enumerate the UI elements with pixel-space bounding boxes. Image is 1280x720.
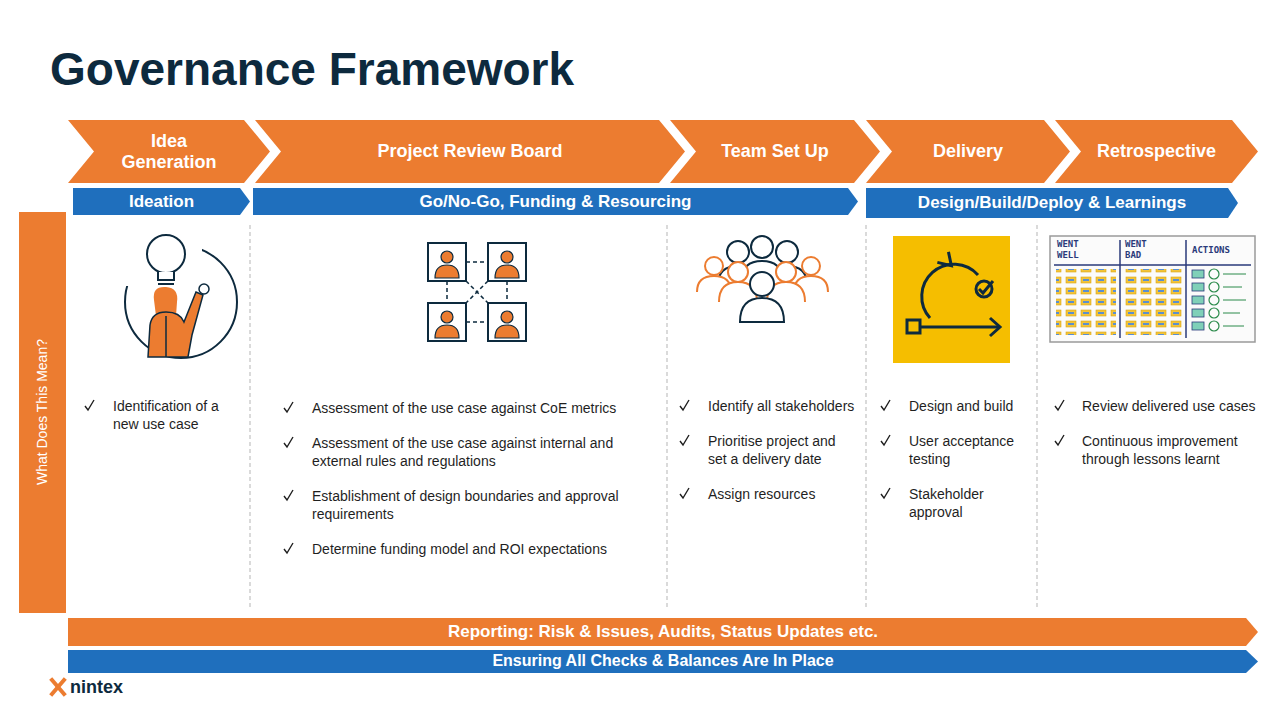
node-label: Ideation bbox=[129, 192, 194, 212]
stage-band: Design/Build/Deploy & Learnings bbox=[866, 188, 1238, 218]
node-label: Retrospective bbox=[1097, 141, 1216, 162]
checklist-item: Assessment of the use case against CoE m… bbox=[312, 399, 652, 417]
check-mark bbox=[284, 437, 293, 447]
shape-fill bbox=[68, 618, 1258, 646]
review-board-icon bbox=[428, 243, 526, 341]
node-label: Design/Build/Deploy & Learnings bbox=[918, 193, 1186, 213]
side-bar: What Does This Mean? bbox=[19, 212, 66, 613]
delivery-icon bbox=[893, 236, 1010, 363]
checklist-item: Identification of a new use case bbox=[113, 397, 243, 433]
check-mark bbox=[284, 402, 293, 412]
checklist-item: Continuous improvement through lessons l… bbox=[1082, 432, 1257, 468]
slide-title: Governance Framework bbox=[50, 44, 574, 95]
node-label: Go/No-Go, Funding & Resourcing bbox=[420, 192, 692, 212]
shape-fill bbox=[866, 120, 1070, 183]
checklist-item: Assign resources bbox=[708, 485, 858, 503]
check-mark bbox=[680, 488, 689, 498]
stage-band: Go/No-Go, Funding & Resourcing bbox=[253, 188, 858, 215]
stage-band: Ideation bbox=[73, 188, 250, 215]
node-label: Team Set Up bbox=[721, 141, 829, 162]
idea-icon bbox=[122, 235, 237, 358]
logo-text: nintex bbox=[70, 676, 160, 698]
checks-bar: Ensuring All Checks & Balances Are In Pl… bbox=[68, 650, 1258, 673]
shape-fill bbox=[68, 120, 270, 183]
checklist-item: Establishment of design boundaries and a… bbox=[312, 487, 652, 523]
column-separators bbox=[250, 225, 1037, 608]
retrospective-board bbox=[1050, 236, 1255, 342]
check-mark bbox=[680, 435, 689, 445]
board-heading: WENT WELL bbox=[1057, 239, 1093, 261]
shape-fill bbox=[670, 120, 880, 183]
check-marks bbox=[85, 400, 1064, 553]
checklist-item: Stakeholder approval bbox=[909, 485, 1031, 521]
node-label: What Does This Mean? bbox=[34, 339, 50, 485]
board-heading: WENT BAD bbox=[1125, 239, 1161, 261]
logo-mark bbox=[52, 680, 64, 694]
check-mark bbox=[881, 435, 890, 445]
node-label: Reporting: Risk & Issues, Audits, Status… bbox=[448, 622, 878, 642]
shape-fill bbox=[1055, 120, 1258, 183]
phase-chevron: Delivery bbox=[866, 120, 1070, 183]
phase-chevron: Retrospective bbox=[1055, 120, 1258, 183]
check-mark bbox=[1055, 435, 1064, 445]
checklist-item: Identify all stakeholders bbox=[708, 397, 858, 415]
phase-chevron: Project Review Board bbox=[255, 120, 685, 183]
check-mark bbox=[284, 490, 293, 500]
checklist-item: Prioritise project and set a delivery da… bbox=[708, 432, 858, 468]
node-label: Ensuring All Checks & Balances Are In Pl… bbox=[492, 652, 833, 670]
shape-fill bbox=[19, 212, 66, 613]
shape-fill bbox=[255, 120, 685, 183]
board-heading: ACTIONS bbox=[1192, 245, 1248, 256]
shape-fill bbox=[68, 650, 1258, 673]
check-mark bbox=[284, 543, 293, 553]
check-mark bbox=[881, 400, 890, 410]
check-mark bbox=[881, 488, 890, 498]
shape-fill bbox=[73, 188, 250, 215]
node-label: Idea Generation bbox=[114, 131, 224, 172]
checklist-item: User acceptance testing bbox=[909, 432, 1031, 468]
shape-fill bbox=[866, 188, 1238, 218]
checklist-item: Determine funding model and ROI expectat… bbox=[312, 540, 652, 558]
check-mark bbox=[85, 400, 94, 410]
node-label: Delivery bbox=[933, 141, 1003, 162]
reporting-bar: Reporting: Risk & Issues, Audits, Status… bbox=[68, 618, 1258, 646]
checklist-item: Assessment of the use case against inter… bbox=[312, 434, 652, 470]
checklist-item: Review delivered use cases bbox=[1082, 397, 1257, 415]
team-icon bbox=[697, 236, 828, 322]
node-label: Project Review Board bbox=[377, 141, 562, 162]
phase-chevron: Team Set Up bbox=[670, 120, 880, 183]
check-mark bbox=[1055, 400, 1064, 410]
phase-chevron: Idea Generation bbox=[68, 120, 270, 183]
shape-fill bbox=[253, 188, 858, 215]
checklist-item: Design and build bbox=[909, 397, 1031, 415]
check-mark bbox=[680, 400, 689, 410]
